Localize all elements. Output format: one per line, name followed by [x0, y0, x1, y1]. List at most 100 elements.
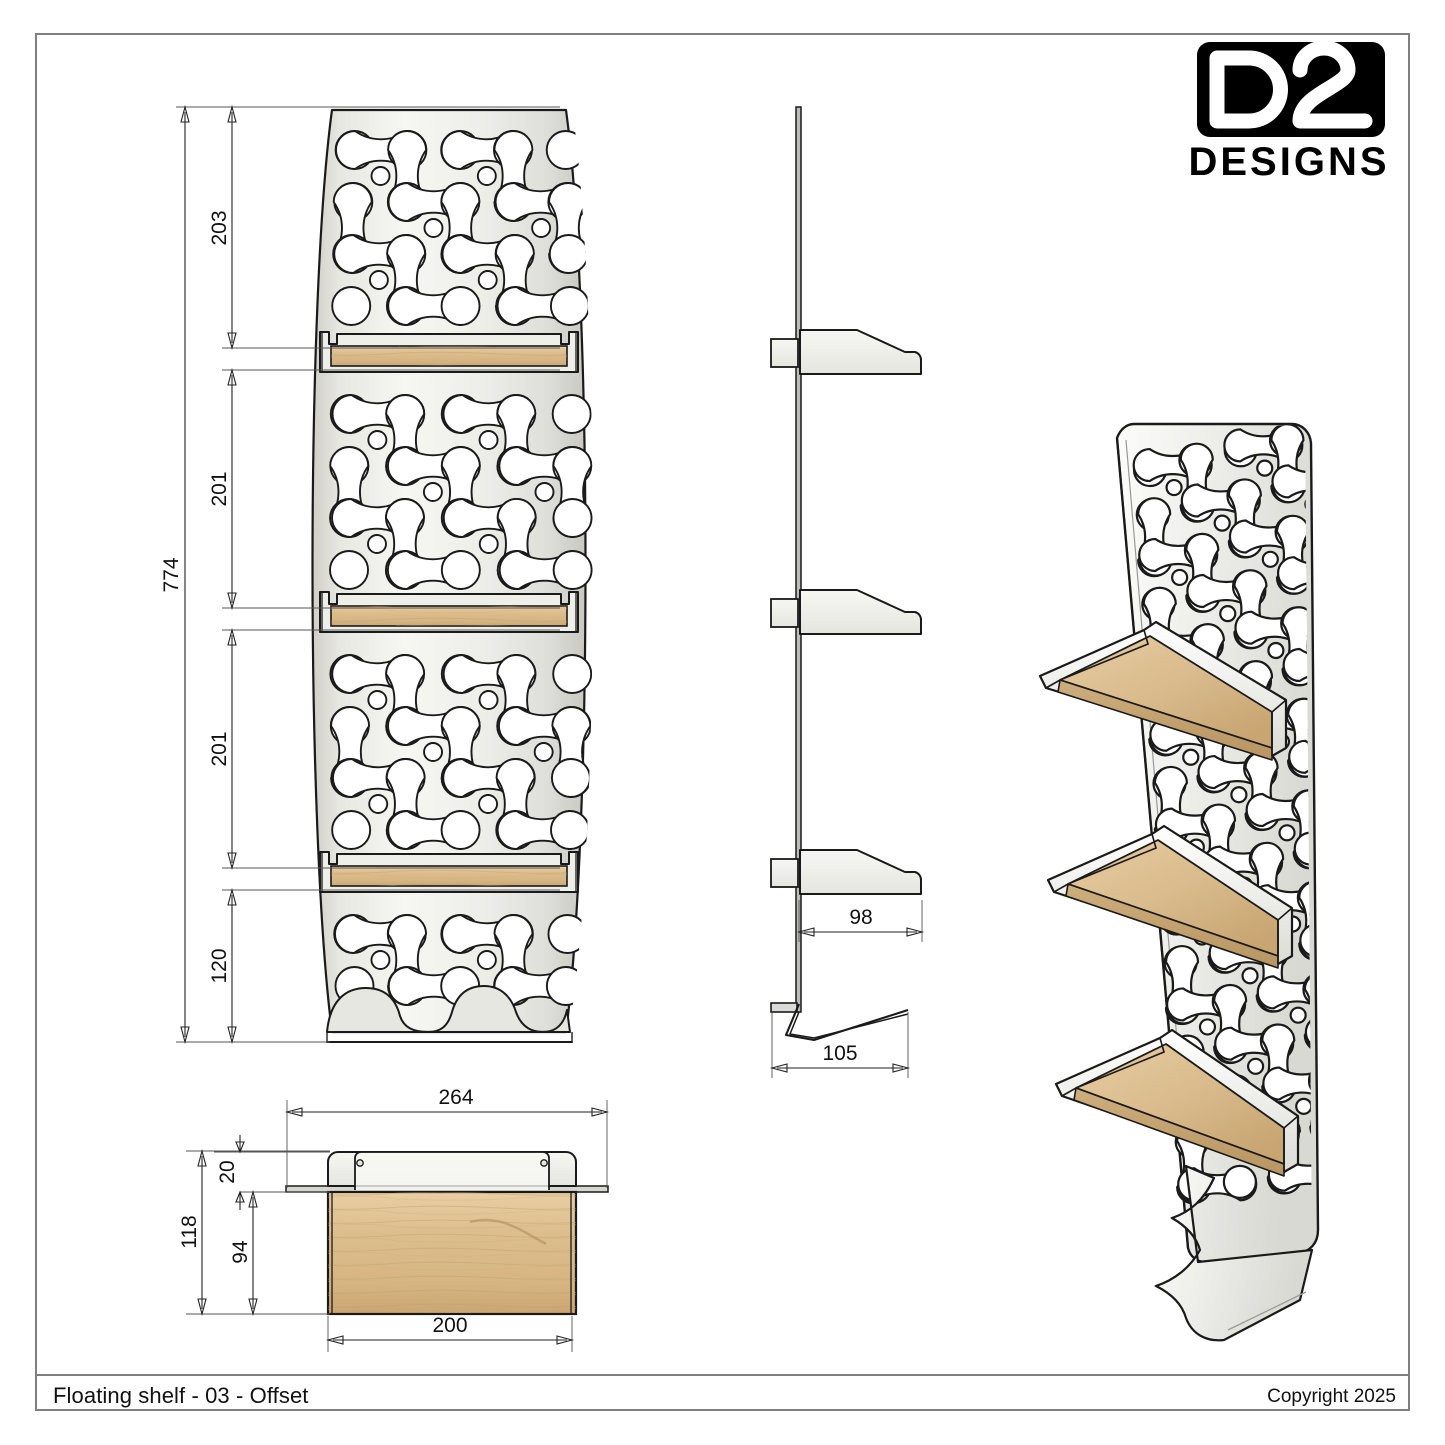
dim-94: 94	[229, 1189, 258, 1317]
perforation-shape	[1310, 1106, 1312, 1142]
perforation-shape	[1342, 829, 1374, 907]
section-tray-inner	[354, 1151, 550, 1190]
dim-201-b: 201	[208, 627, 237, 871]
front-dimensions: 774 203 201 201	[160, 104, 560, 1045]
title-block: Floating shelf - 03 - Offset Copyright 2…	[35, 1374, 1410, 1411]
dim-774: 774	[160, 104, 190, 1045]
perforation-circle	[367, 534, 387, 554]
d2-glyph-icon	[1209, 40, 1373, 129]
perforation-circle	[531, 218, 552, 238]
perforation-circle	[423, 218, 444, 238]
perforation-circle	[478, 794, 499, 814]
perforation-shape	[1309, 1063, 1312, 1144]
perforation-circle	[1219, 605, 1237, 623]
perforation-circle	[476, 166, 497, 186]
perforation-circle	[1340, 829, 1372, 861]
perforation-circle	[1256, 459, 1274, 477]
perforation-circle	[1357, 1106, 1389, 1138]
dim-label-98: 98	[849, 906, 872, 929]
perforation-circle	[367, 690, 388, 710]
drawing-title: Floating shelf - 03 - Offset	[53, 1383, 309, 1408]
perforation-circle	[1349, 967, 1381, 999]
dim-label-105: 105	[822, 1042, 857, 1065]
perforation-circle	[370, 950, 391, 970]
logo-mark-d2	[1197, 40, 1385, 137]
perforation-circle	[423, 742, 443, 762]
perforation-shape	[1325, 553, 1357, 631]
copyright-label: Copyright 2025	[1267, 1386, 1396, 1407]
perforation-circle	[551, 394, 592, 434]
front-shelf-2	[319, 591, 579, 633]
perforation-circle	[1335, 737, 1367, 769]
perforation-circle	[1295, 1097, 1312, 1115]
perforation-circle	[370, 166, 391, 186]
perforation-circle	[1317, 680, 1332, 695]
perforation-circle	[1289, 1006, 1307, 1024]
dim-120: 120	[208, 887, 237, 1045]
perforation-circle	[533, 742, 554, 762]
section-grain-knot	[469, 1218, 547, 1246]
perforation-circle	[552, 550, 593, 590]
perforation-circle	[1333, 956, 1348, 971]
dim-118: 118	[178, 1148, 207, 1317]
dim-label-774: 774	[160, 557, 183, 592]
perforation-circle	[1318, 461, 1350, 493]
perforation-circle	[440, 286, 481, 326]
iso-shelf-1	[1038, 620, 1288, 761]
iso-shelf-3	[1054, 1028, 1300, 1177]
perforation-shape	[1299, 923, 1312, 958]
perforation-circle	[1222, 1164, 1257, 1199]
perforation-circle	[1182, 748, 1200, 766]
dim-203: 203	[208, 104, 237, 351]
side-bracket-3	[770, 849, 922, 895]
perforation-shape	[1262, 1066, 1312, 1101]
front-elevation-view	[311, 108, 593, 1044]
perforation-circle	[368, 270, 389, 290]
iso-foot	[1153, 1164, 1314, 1342]
perforation-circle	[478, 690, 499, 710]
perforation-shape	[1336, 737, 1368, 815]
perforation-circle	[1315, 1156, 1347, 1188]
perforation-circle	[422, 482, 443, 502]
perforation-circle	[545, 966, 586, 1006]
perforation-shape	[1276, 556, 1312, 591]
dim-label-94: 94	[229, 1240, 252, 1264]
dim-98: 98	[796, 906, 925, 937]
front-perforation-pattern	[329, 130, 593, 1006]
perforation-circle	[1332, 691, 1364, 723]
perforation-shape	[1303, 972, 1312, 1053]
dim-label-120: 120	[208, 948, 231, 983]
dim-264: 264	[284, 1086, 610, 1117]
dim-20: 20	[216, 1135, 245, 1210]
perforation-circle	[1360, 1152, 1392, 1184]
perforation-circle	[547, 914, 588, 954]
perforation-circle	[1328, 864, 1343, 879]
perforation-circle	[1241, 967, 1259, 985]
perforation-circle	[368, 794, 389, 814]
dim-label-201-a: 201	[208, 471, 231, 506]
perforation-circle	[1267, 641, 1285, 660]
perforation-shape	[1288, 739, 1312, 774]
perforation-circle	[476, 950, 497, 970]
perforation-circle	[329, 550, 369, 590]
perforation-circle	[1198, 1018, 1217, 1036]
perforation-circle	[1327, 599, 1359, 631]
dim-200: 200	[325, 1314, 575, 1345]
perforation-circle	[1165, 478, 1183, 497]
perforation-circle	[1324, 553, 1356, 585]
perforation-circle	[1247, 1057, 1265, 1075]
perforation-circle	[534, 482, 555, 502]
perforation-circle	[1338, 783, 1370, 815]
perforation-circle	[1307, 1063, 1312, 1098]
dim-label-118: 118	[178, 1215, 201, 1248]
front-foot-profile	[326, 985, 571, 1033]
perforation-circle	[331, 286, 372, 326]
perforation-circle	[1339, 1048, 1354, 1063]
perforation-shape	[1331, 645, 1363, 723]
side-bracket-1	[770, 329, 922, 375]
perforation-circle	[545, 130, 586, 170]
perforation-circle	[548, 234, 589, 274]
perforation-circle	[1352, 1013, 1384, 1045]
perforation-circle	[1322, 772, 1337, 787]
